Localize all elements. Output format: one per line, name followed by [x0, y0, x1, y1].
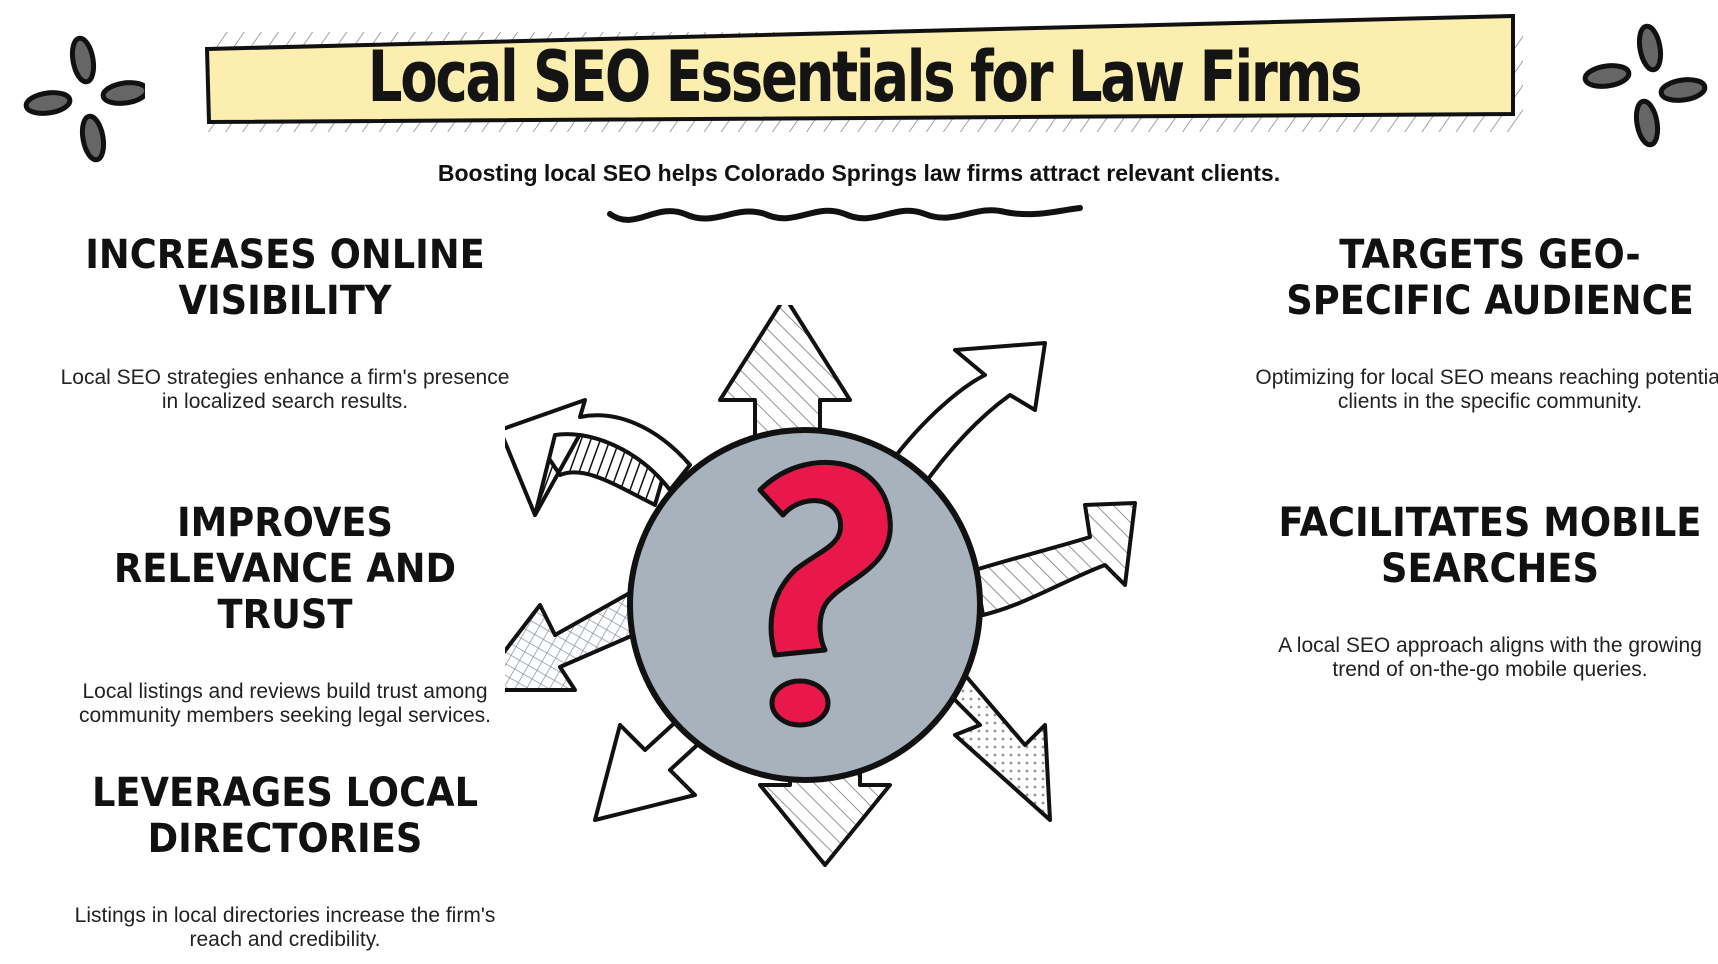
benefit-block-mobile: Facilitates Mobile Searches A local SEO …	[1255, 500, 1718, 682]
arrow-up-right	[883, 341, 1047, 492]
benefit-heading: Improves Relevance and Trust	[113, 500, 457, 638]
sparkle-icon-right	[1582, 23, 1708, 148]
title-banner	[205, 14, 1523, 132]
benefit-heading: Increases Online Visibility	[85, 232, 485, 324]
squiggle-underline	[607, 205, 1083, 223]
page-title: Local SEO Essentials for Law Firms	[367, 36, 1363, 118]
sparkle-icon-left	[23, 35, 145, 163]
benefit-block-visibility: Increases Online Visibility Local SEO st…	[50, 232, 520, 414]
benefit-description: Local SEO strategies enhance a firm's pr…	[60, 366, 510, 413]
question-mark-icon	[757, 459, 893, 728]
page-subtitle: Boosting local SEO helps Colorado Spring…	[437, 160, 1281, 186]
arrow-left-down	[505, 588, 647, 692]
benefit-heading: Targets Geo-Specific Audience	[1286, 232, 1694, 324]
benefit-description: A local SEO approach aligns with the gro…	[1278, 634, 1702, 681]
benefit-block-directories: Leverages Local Directories Listings in …	[50, 770, 520, 952]
benefit-block-trust: Improves Relevance and Trust Local listi…	[40, 500, 530, 728]
arrow-down-right	[923, 668, 1052, 822]
arrow-right	[973, 501, 1137, 617]
benefit-description: Optimizing for local SEO means reaching …	[1255, 366, 1718, 413]
benefit-heading: Leverages Local Directories	[91, 770, 479, 862]
question-mark-diagram	[505, 305, 1137, 867]
benefit-heading: Facilitates Mobile Searches	[1278, 500, 1702, 592]
benefit-block-geo-audience: Targets Geo-Specific Audience Optimizing…	[1255, 232, 1718, 414]
benefit-description: Listings in local directories increase t…	[74, 904, 496, 951]
benefit-description: Local listings and reviews build trust a…	[79, 680, 491, 727]
